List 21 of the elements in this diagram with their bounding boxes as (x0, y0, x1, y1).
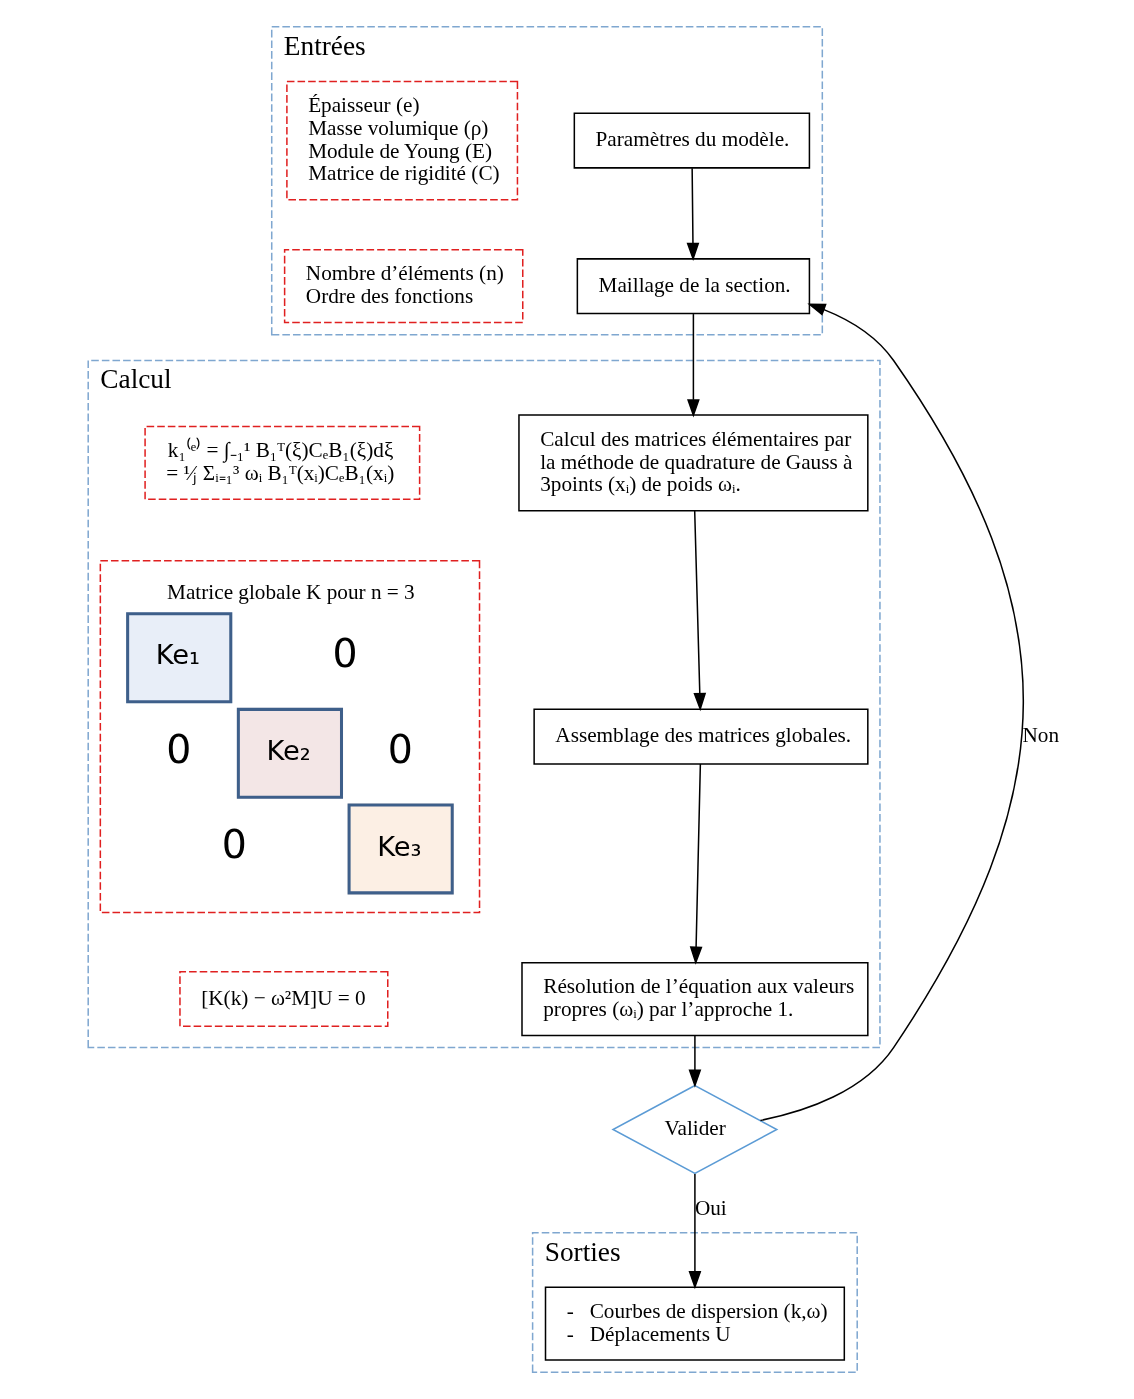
node-box: Résolution de l’équation aux valeurs propres (ωᵢ) par l’approche 1. (520, 961, 869, 1037)
node-box: Calcul des matrices élémentaires par la méthode de quadrature de Gauss à 3points (xᵢ) de poids ωᵢ. (517, 414, 869, 512)
node-box: Assemblage des matrices globales. (532, 708, 869, 765)
node-diamond: Valider (610, 1084, 778, 1175)
node-box: [K(k) − ω²M]U = 0 (178, 971, 388, 1028)
edge-label: Oui (694, 1195, 727, 1220)
node-box: - Courbes de dispersion (k,ω) - Déplacements U (544, 1286, 845, 1361)
node-box: Épaisseur (e) Masse volumique (ρ) Module de Young (E) Matrice de rigidité (C) (285, 80, 518, 201)
arrow (759, 303, 1024, 1122)
node-box: Matrice globale K pour n = 3 Ke₁ 0 0 Ke₂ 0 0 Ke₃ (99, 559, 480, 914)
node-box: k₁⁽ᵉ⁾ = ∫₋₁¹ B₁ᵀ(ξ)CₑB₁(ξ)dξ = ¹⁄ⱼ Σᵢ₌₁³ ωᵢ B₁ᵀ(xᵢ)CₑB₁(xᵢ) (143, 425, 420, 501)
arrow (692, 510, 706, 712)
node-box: Nombre d’éléments (n) Ordre des fonctions (283, 249, 523, 324)
arrow (688, 1035, 701, 1088)
node-box: Paramètres du modèle. (573, 112, 810, 169)
arrow (689, 763, 702, 965)
arrow (686, 167, 699, 261)
edge-label: Non (1022, 723, 1059, 748)
arrow (688, 1173, 701, 1290)
node-box: Maillage de la section. (576, 258, 810, 315)
arrow (686, 313, 700, 418)
